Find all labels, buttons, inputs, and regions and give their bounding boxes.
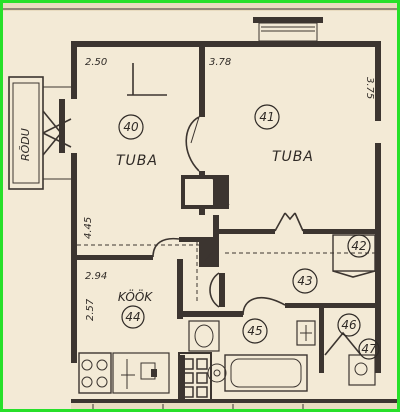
room-41-number: 41 <box>259 110 274 124</box>
bottom-strip <box>71 403 397 409</box>
room-47-fixtures <box>324 331 376 386</box>
exterior-walls <box>71 41 397 404</box>
room-40-number: 40 <box>123 120 139 134</box>
room-42-number: 42 <box>351 239 366 253</box>
room-40-label: TUBA <box>116 153 158 169</box>
hall-43-fixtures <box>199 241 217 267</box>
doors <box>152 116 304 316</box>
room-47-number: 47 <box>361 342 377 356</box>
top-exterior <box>3 3 397 42</box>
room-43-number: 43 <box>297 274 312 288</box>
closet-42 <box>332 234 376 278</box>
dimension-250: 2.50 <box>85 57 107 68</box>
bathroom-fixtures <box>188 320 316 392</box>
floor-plan-drawing: 40 41 42 43 44 45 46 47 TUBA TUBA KÖÖK R… <box>3 3 397 409</box>
room-number-circles <box>118 104 380 360</box>
dimension-445: 4.45 <box>83 217 94 239</box>
room-46-number: 46 <box>341 318 357 332</box>
balcony-label: RÕDU <box>19 128 32 161</box>
balcony <box>8 76 72 190</box>
room-44-number: 44 <box>125 310 140 324</box>
dimension-257: 2.57 <box>85 298 96 321</box>
room-41-label: TUBA <box>272 149 314 165</box>
dashed-lines <box>77 241 375 303</box>
room-45-number: 45 <box>247 324 262 338</box>
room-44-label: KÖÖK <box>118 288 153 304</box>
dimension-375: 3.75 <box>364 77 375 99</box>
kitchen-fixtures <box>78 352 170 394</box>
dimension-294: 2.94 <box>85 271 107 282</box>
dimension-378: 3.78 <box>209 57 231 68</box>
room-40-fixtures <box>127 63 230 209</box>
interior-walls <box>77 47 375 399</box>
